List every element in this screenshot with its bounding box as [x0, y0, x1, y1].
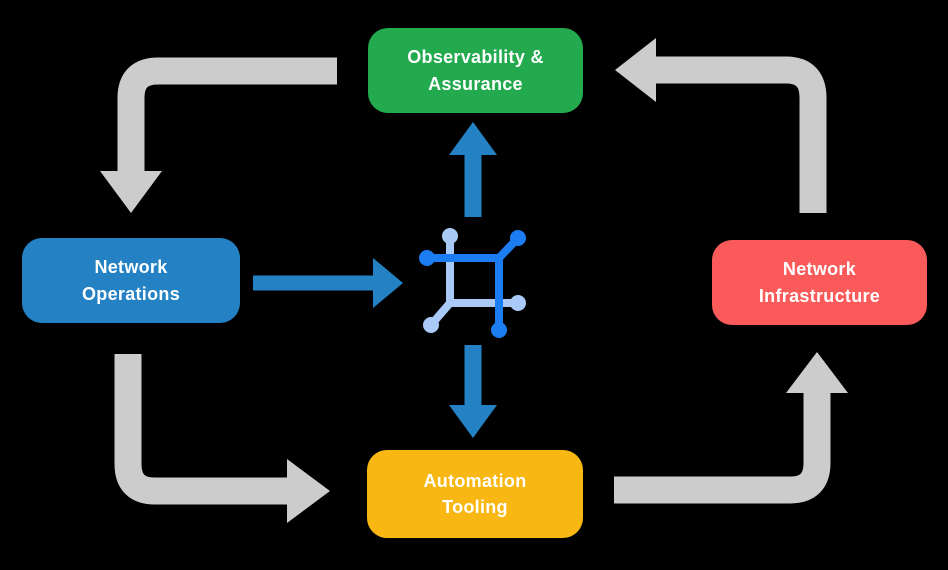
node-network-infrastructure: Network Infrastructure: [712, 240, 927, 325]
arrow-automation-to-infrastructure: [614, 352, 848, 504]
arrowhead-up-icon: [786, 352, 848, 393]
node-observability-assurance: Observability & Assurance: [368, 28, 583, 113]
icon-node-top-right: [510, 230, 526, 246]
icon-node-top-left: [442, 228, 458, 244]
arrow-operations-to-automation: [114, 354, 330, 523]
arrowhead-right-icon: [373, 258, 403, 308]
arrow-shaft: [117, 57, 337, 172]
arrow-center-to-automation: [449, 345, 497, 438]
network-mesh-icon-dark-layer: [419, 230, 526, 338]
arrowhead-up-icon: [449, 122, 497, 155]
icon-node-right: [510, 295, 526, 311]
arrow-operations-to-center: [253, 258, 403, 308]
arrow-infrastructure-to-observability: [615, 38, 827, 213]
arrowhead-left-icon: [615, 38, 656, 102]
arrow-center-to-observability: [449, 122, 497, 217]
arrow-shaft: [655, 56, 827, 213]
arrow-shaft: [614, 392, 831, 504]
icon-node-bottom: [491, 322, 507, 338]
node-network-operations: Network Operations: [22, 238, 240, 323]
arrowhead-down-icon: [100, 171, 162, 213]
arrow-shaft: [114, 354, 288, 505]
arrowhead-down-icon: [449, 405, 497, 438]
arrow-observability-to-operations: [100, 57, 337, 213]
node-automation-tooling: Automation Tooling: [367, 450, 583, 538]
network-mesh-icon-light-layer: [423, 228, 526, 333]
icon-node-left: [419, 250, 435, 266]
icon-node-bottom-left: [423, 317, 439, 333]
network-mesh-icon: [419, 228, 526, 338]
arrowhead-right-icon: [287, 459, 330, 523]
